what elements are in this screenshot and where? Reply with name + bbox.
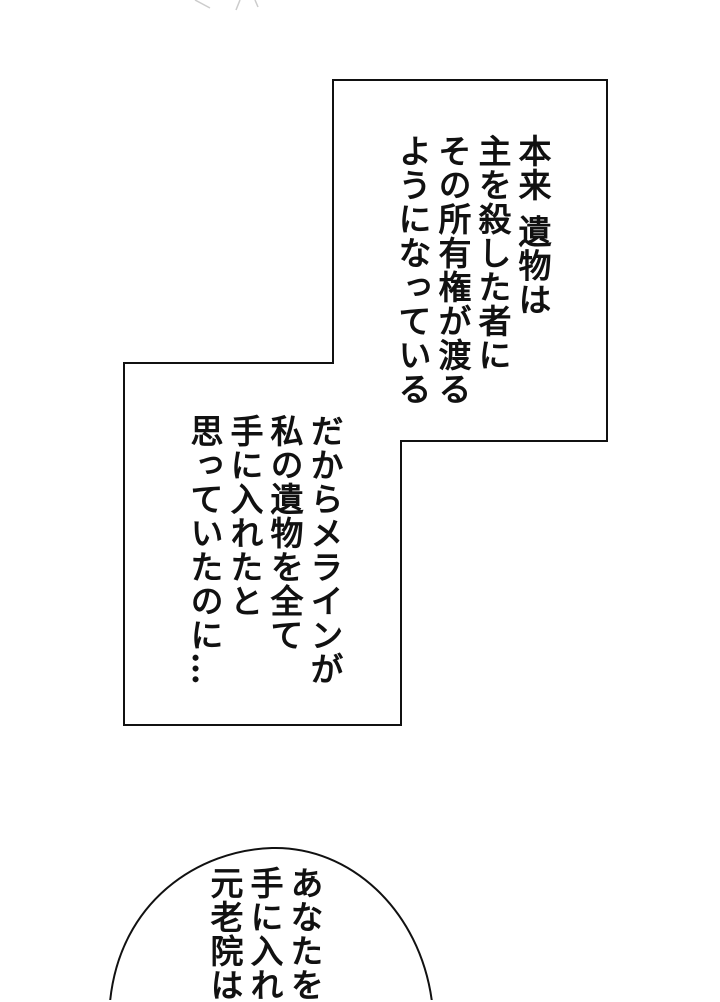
narration-line: 本来 遺物は <box>513 134 552 317</box>
narration-line: 私の遺物を全て <box>265 414 304 652</box>
speech-bubble-outline <box>109 846 433 1000</box>
speech-line: 元老院は <box>205 866 244 1002</box>
narration-line: 手に入れたと <box>225 414 264 618</box>
speech-line: あなたを <box>285 866 324 1002</box>
narration-text-top: 本来 遺物は 主を殺した者に その所有権が渡る ようになっている <box>392 134 552 406</box>
speech-bubble-text: あなたを 手に入れ 元老院は <box>204 866 324 1002</box>
faint-top-mark <box>194 0 259 11</box>
narration-line: だからメラインが <box>305 414 344 686</box>
narration-text-bottom: だからメラインが 私の遺物を全て 手に入れたと 思っていたのに… <box>184 414 344 686</box>
narration-line: 思っていたのに… <box>185 414 224 686</box>
narration-line: ようになっている <box>393 134 432 406</box>
narration-box-outline <box>123 79 608 726</box>
speech-line: 手に入れ <box>245 866 284 1002</box>
narration-line: 主を殺した者に <box>473 134 512 372</box>
narration-line: その所有権が渡る <box>433 134 472 406</box>
